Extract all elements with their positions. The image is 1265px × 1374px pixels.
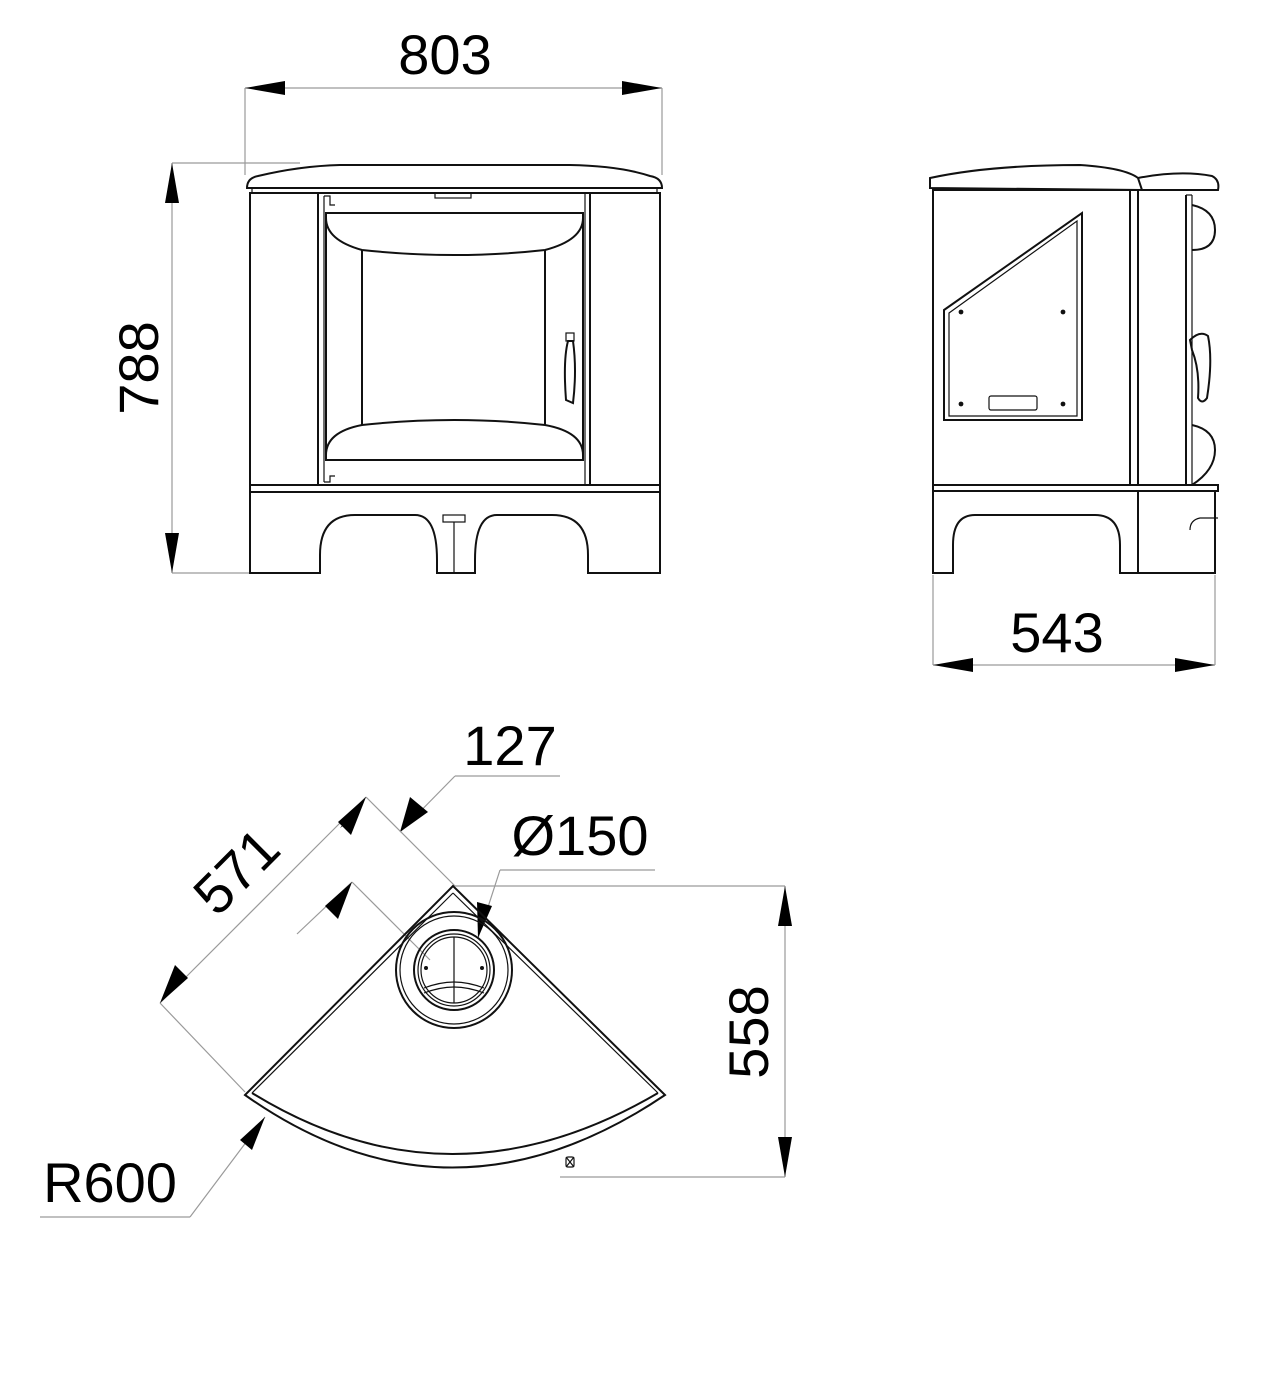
top-depth-label: 558 xyxy=(717,985,780,1078)
dimension-top-depth: 558 xyxy=(455,885,792,1178)
side-depth-label: 543 xyxy=(1010,601,1103,664)
flue-diameter-label: Ø150 xyxy=(512,804,649,867)
door-handle-icon xyxy=(563,332,576,405)
dimension-front-height: 788 xyxy=(107,162,300,574)
dimension-front-width: 803 xyxy=(244,23,663,175)
top-view: 127 571 Ø150 558 xyxy=(40,714,792,1218)
front-view: 803 788 xyxy=(107,23,664,574)
dimension-front-radius: R600 xyxy=(40,1116,266,1218)
dimension-top-side: 571 xyxy=(159,796,456,1093)
dimension-side-depth: 543 xyxy=(932,575,1216,672)
front-height-label: 788 xyxy=(107,321,170,414)
dimension-top-offset: 127 xyxy=(399,714,560,833)
top-side-label: 571 xyxy=(181,816,292,927)
front-width-label: 803 xyxy=(398,23,491,86)
flue-collar-icon xyxy=(395,911,513,1029)
dimension-flue-diameter: Ø150 xyxy=(477,804,655,939)
side-handle-icon xyxy=(1188,332,1212,403)
mount-mark-icon xyxy=(565,1156,575,1168)
side-view: 543 xyxy=(929,163,1220,672)
front-radius-label: R600 xyxy=(43,1151,177,1214)
top-offset-label: 127 xyxy=(463,714,556,777)
